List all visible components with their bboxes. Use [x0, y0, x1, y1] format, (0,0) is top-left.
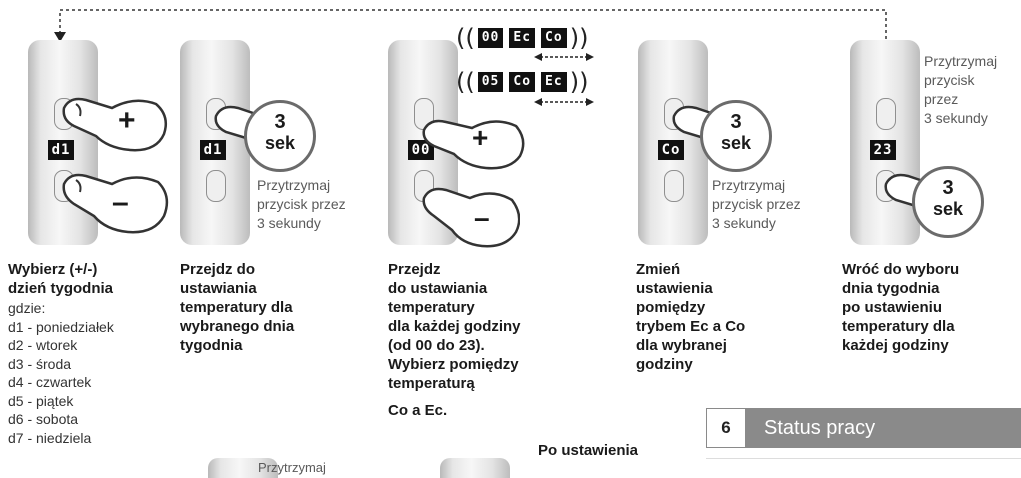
caption-line: ustawiania [180, 280, 257, 297]
day-item: d6 - sobota [8, 411, 79, 427]
bubble-number: 3 [942, 177, 954, 199]
indicator-value: 05 [477, 72, 504, 92]
hold-instruction: Przytrzymaj przycisk przez 3 sekundy [924, 52, 997, 128]
hold-line: Przytrzymaj [257, 177, 331, 193]
pressing-hand-icon [422, 187, 520, 248]
day-item: d3 - środa [8, 355, 72, 372]
hold-line: Przytrzymaj [924, 53, 998, 69]
day-item: d1 - poniedziałek [8, 318, 114, 335]
step-caption: Zmień ustawienia pomiędzy trybem Ec a Co… [636, 260, 745, 374]
hold-line: 3 sekundy [712, 215, 776, 231]
caption-line: dzień tygodnia [8, 280, 113, 297]
caption-line: Co a Ec. [388, 402, 448, 419]
pressing-hand-icon [62, 97, 167, 152]
indicator-value: 00 [477, 28, 504, 48]
after-setting-heading: Po ustawienia [538, 442, 639, 459]
section-divider [706, 458, 1021, 459]
day-item: d4 - czwartek [8, 374, 92, 390]
hold-line: przycisk przez [712, 196, 801, 212]
hold-line: przez [924, 91, 959, 107]
caption-line: Zmień [636, 261, 681, 278]
caption-line: pomiędzy [636, 299, 706, 316]
bubble-number: 3 [730, 111, 742, 133]
section-title: Status pracy [764, 417, 876, 439]
hold-instruction-partial: Przytrzymaj [258, 460, 326, 475]
days-intro: gdzie: [8, 300, 46, 316]
hold-line: przycisk [924, 72, 975, 88]
section-number: 6 [706, 408, 746, 448]
caption-line: Przejdz do [180, 261, 256, 278]
plus-label: + [472, 122, 489, 153]
caption-line: Wybierz pomiędzy [388, 356, 519, 373]
caption-line: do ustawiania [388, 280, 488, 297]
hold-line: przycisk przez [257, 196, 346, 212]
caption-line: dla wybranej [636, 337, 727, 354]
return-arrow [54, 9, 887, 42]
step-caption: Przejdz do ustawiania temperatury dla ka… [388, 260, 521, 420]
mode-indicator-ec: (( 00 Ec Co )) [456, 24, 589, 52]
step-caption: Wybierz (+/-) dzień tygodnia [8, 260, 113, 298]
caption-line: tygodnia [180, 337, 243, 354]
hold-line: 3 sekundy [257, 215, 321, 231]
hold-instruction: Przytrzymaj przycisk przez 3 sekundy [712, 176, 801, 233]
caption-line: trybem Ec a Co [636, 318, 746, 335]
section-header-status: 6 Status pracy [706, 408, 1021, 448]
minus-label: – [474, 202, 490, 233]
pressing-hand-icon [422, 119, 525, 170]
lcd-display: d1 [200, 140, 226, 160]
swap-arrow-icon [534, 53, 594, 61]
bubble-unit: sek [720, 133, 752, 153]
caption-line: dla każdej godziny [388, 318, 521, 335]
bubble-unit: sek [264, 133, 296, 153]
lcd-display: 00 [408, 140, 434, 160]
caption-line: dnia tygodnia [842, 280, 940, 297]
caption-line: (od 00 do 23). [388, 337, 485, 354]
lcd-display: d1 [48, 140, 74, 160]
caption-line: wybranego dnia [180, 318, 295, 335]
bubble-unit: sek [932, 199, 964, 219]
hold-instruction: Przytrzymaj przycisk przez 3 sekundy [257, 176, 346, 233]
caption-line: Wybierz (+/-) [8, 261, 98, 278]
indicator-mode: Co [509, 72, 536, 92]
hold-3-sec-icon: 3 sek [700, 100, 772, 172]
caption-line: temperatury dla [842, 318, 955, 335]
plus-label: + [118, 104, 136, 137]
thermostat-device-partial [440, 458, 510, 478]
days-list: gdzie: d1 - poniedziałek d2 - wtorek d3 … [8, 299, 114, 447]
lcd-display: 23 [870, 140, 896, 160]
step-caption: Wróć do wyboru dnia tygodnia po ustawien… [842, 260, 959, 355]
hold-3-sec-icon: 3 sek [912, 166, 984, 238]
caption-line: Wróć do wyboru [842, 261, 960, 278]
caption-line: po ustawieniu [842, 299, 943, 316]
hold-line: 3 sekundy [924, 110, 988, 126]
bubble-number: 3 [274, 111, 286, 133]
indicator-mode-alt: Co [541, 28, 567, 48]
indicator-mode-alt: Ec [541, 72, 567, 92]
step-caption: Przejdz do ustawiania temperatury dla wy… [180, 260, 294, 355]
day-item: d5 - piątek [8, 392, 74, 409]
mode-indicator-co: (( 05 Co Ec )) [456, 68, 589, 96]
minus-label: – [112, 186, 129, 219]
day-item: d2 - wtorek [8, 337, 78, 353]
hold-3-sec-icon: 3 sek [244, 100, 316, 172]
hold-line: Przytrzymaj [712, 177, 786, 193]
swap-arrow-icon [534, 98, 594, 106]
caption-line: każdej godziny [842, 337, 949, 354]
caption-line: Przejdz [388, 261, 441, 278]
upper-button[interactable] [876, 98, 896, 130]
caption-line: ustawienia [636, 280, 713, 297]
day-item: d7 - niedziela [8, 429, 92, 446]
caption-line: godziny [636, 356, 693, 373]
lower-button[interactable] [206, 170, 226, 202]
pressing-hand-icon [62, 173, 169, 234]
lcd-display: Co [658, 140, 684, 160]
lower-button[interactable] [664, 170, 684, 202]
indicator-mode: Ec [509, 28, 536, 48]
caption-line: temperatury dla [180, 299, 293, 316]
caption-line: temperaturą [388, 375, 475, 392]
caption-line: temperatury [388, 299, 475, 316]
